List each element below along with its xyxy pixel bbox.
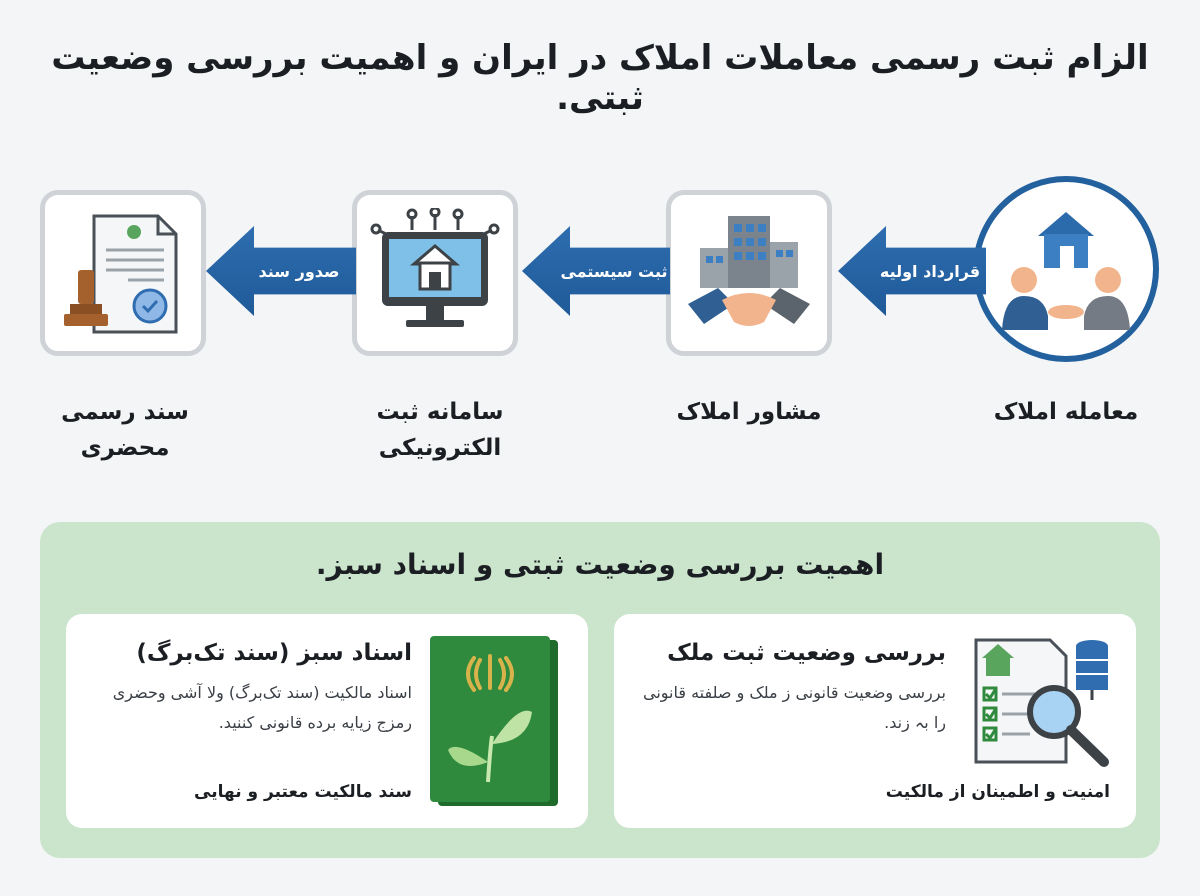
- card-green-deeds-text: اسناد سبز (سند تک‌برگ) اسناد مالکیت (سند…: [96, 640, 412, 738]
- step-label-official-notarized-deed: سند رسمی محضری: [61, 399, 189, 461]
- computer-house-icon: [370, 208, 500, 327]
- building-handshake-icon: [688, 216, 810, 326]
- step-label-property-transaction: معامله املاک: [993, 399, 1139, 425]
- people-house-icon: [1002, 212, 1130, 330]
- step-official-notarized-deed: [40, 190, 206, 356]
- step-electronic-registration: [352, 190, 518, 356]
- green-deed-booklet-icon: [430, 636, 558, 806]
- arrow-label: صدور سند: [258, 261, 340, 281]
- card-body: بررسی وضعیت قانونی ز ملک و صلفته قانونی …: [642, 683, 946, 732]
- arrow-document-issuance: صدور سند: [206, 226, 356, 316]
- step-label-real-estate-agent: مشاور املاک: [676, 399, 822, 425]
- card-footer: امنیت و اطمینان از مالکیت: [885, 782, 1110, 802]
- panel-title: اهمیت بررسی وضعیت ثبتی و اسناد سبز.: [315, 548, 885, 581]
- card-registration-check-text: بررسی وضعیت ثبت ملک بررسی وضعیت قانونی ز…: [640, 640, 946, 738]
- step-real-estate-agent: [666, 190, 832, 356]
- card-title: بررسی وضعیت ثبت ملک: [667, 640, 946, 666]
- card-title: اسناد سبز (سند تک‌برگ): [136, 640, 412, 666]
- arrow-label: قرارداد اولیه: [879, 261, 981, 281]
- certificate-stamp-icon: [64, 214, 178, 334]
- page-title: الزام ثبت رسمی معاملات املاک در ایران و …: [51, 38, 1149, 118]
- document-magnifier-database-icon: [974, 638, 1109, 767]
- arrow-label: ثبت سیستمی: [560, 261, 668, 281]
- step-property-transaction: [973, 176, 1159, 362]
- step-label-electronic-registration: سامانه ثبت الکترونیکی: [376, 399, 504, 461]
- card-body: اسناد مالکیت (سند تک‌برگ) ولا آشی وحضری …: [112, 683, 412, 732]
- arrow-system-registration: ثبت سیستمی: [522, 226, 670, 316]
- card-footer: سند مالکیت معتبر و نهایی: [194, 782, 412, 802]
- arrow-initial-contract: قرارداد اولیه: [838, 226, 986, 316]
